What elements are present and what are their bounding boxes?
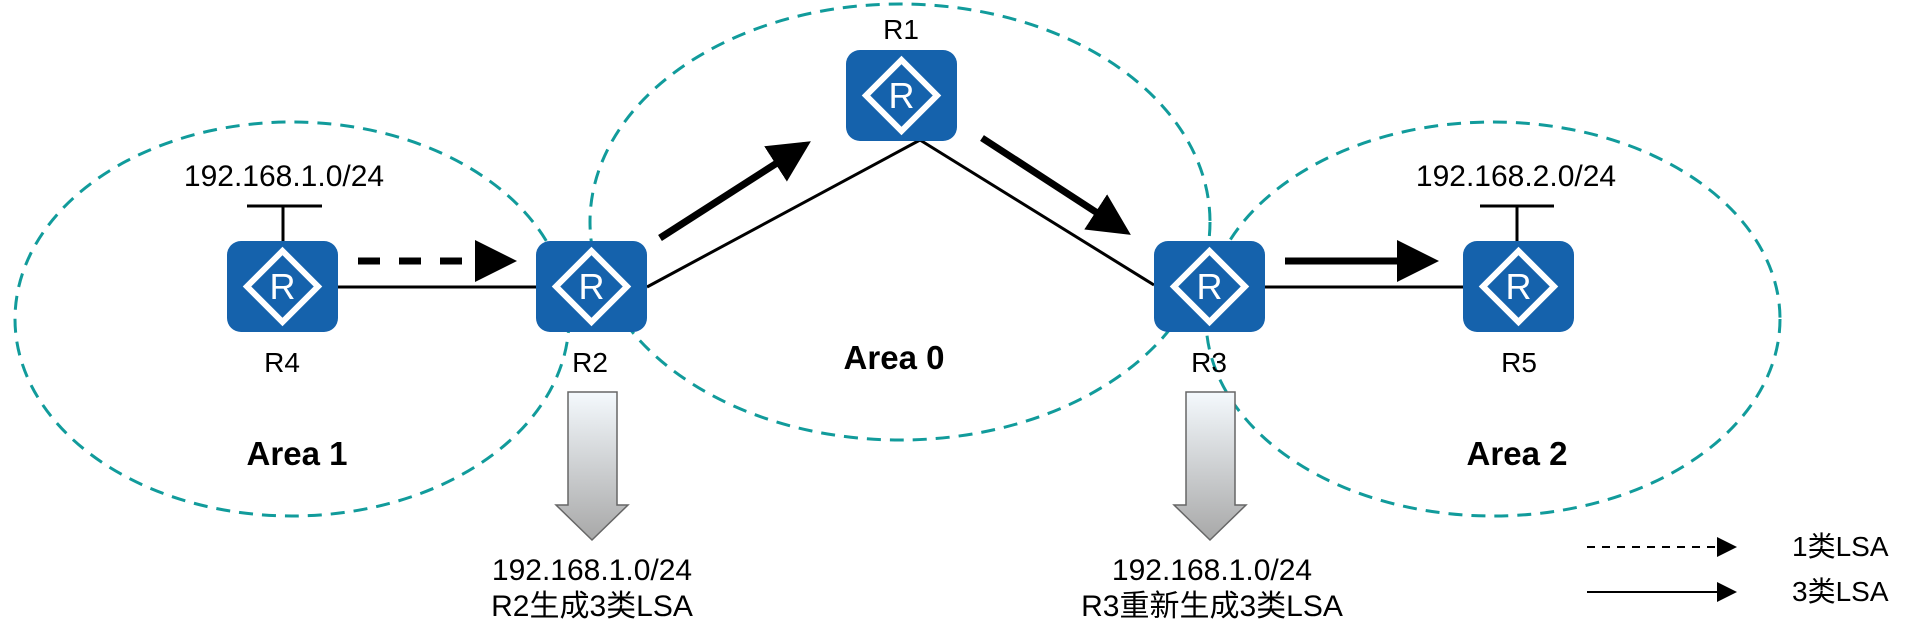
r3-note-network: 192.168.1.0/24 [1111, 554, 1313, 587]
area-0-label: Area 0 [843, 339, 945, 376]
link-r1-r3 [919, 138, 1155, 287]
area-2-label: Area 2 [1466, 435, 1568, 472]
legend-type3-label: 3类LSA [1792, 576, 1889, 607]
down-arrow-r2-icon [554, 391, 630, 542]
legend-type1-label: 1类LSA [1792, 531, 1889, 562]
link-r2-r1 [646, 138, 921, 289]
router-r4-label: R4 [264, 347, 300, 378]
router-r2-icon[interactable] [536, 241, 647, 332]
router-r2-label: R2 [572, 347, 608, 378]
r4-network-label: 192.168.1.0/24 [183, 160, 385, 193]
lsa3-arrow-r2-r1 [658, 141, 811, 241]
lsa3-arrow-r1-r3 [980, 135, 1131, 235]
down-arrow-r3-icon [1172, 391, 1248, 542]
area-1-label: Area 1 [246, 435, 348, 472]
area-0-boundary [588, 2, 1212, 442]
router-r1-icon[interactable] [846, 50, 957, 141]
r5-network-label: 192.168.2.0/24 [1415, 160, 1617, 193]
router-r1-label: R1 [883, 14, 919, 45]
r3-note-action: R3重新生成3类LSA [1081, 590, 1343, 623]
router-r5-label: R5 [1501, 347, 1537, 378]
router-r3-label: R3 [1191, 347, 1227, 378]
router-r5-icon[interactable] [1463, 241, 1574, 332]
r2-note-action: R2生成3类LSA [491, 590, 693, 623]
r2-note-network: 192.168.1.0/24 [491, 554, 693, 587]
router-r4-icon[interactable] [227, 241, 338, 332]
router-r3-icon[interactable] [1154, 241, 1265, 332]
r2-note: 192.168.1.0/24 R2生成3类LSA [491, 553, 693, 625]
r3-note: 192.168.1.0/24 R3重新生成3类LSA [1081, 553, 1343, 625]
